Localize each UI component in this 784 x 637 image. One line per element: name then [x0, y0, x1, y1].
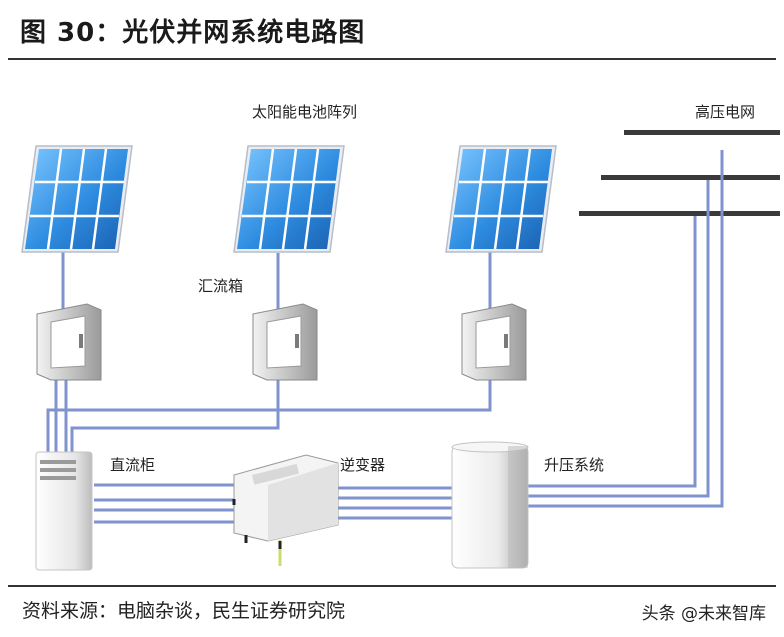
- figure-title: 图 30：光伏并网系统电路图: [20, 18, 366, 48]
- grid-line-3: [579, 211, 780, 216]
- solar-panel-1: [21, 145, 133, 253]
- bottom-divider: [8, 585, 776, 587]
- combiner-box-2: [252, 303, 318, 381]
- label-hv-grid: 高压电网: [695, 103, 756, 121]
- solar-panel-2: [233, 145, 345, 253]
- label-inverter: 逆变器: [340, 456, 386, 474]
- source-note: 资料来源：电脑杂谈，民生证券研究院: [22, 600, 346, 622]
- label-dc-cabinet: 直流柜: [110, 456, 156, 474]
- combiner-box-3: [461, 303, 527, 381]
- label-combiner-box: 汇流箱: [198, 277, 244, 295]
- inverter-unit: [232, 454, 339, 549]
- dc-cabinet: [35, 451, 93, 571]
- label-step-up-system: 升压系统: [544, 456, 605, 474]
- solar-panel-3: [445, 145, 557, 253]
- grid-line-1: [624, 130, 780, 135]
- top-divider: [8, 58, 776, 60]
- step-up-tower: [451, 441, 529, 569]
- hv-grid-lines: [579, 130, 780, 216]
- watermark: 头条 @未来智库: [641, 604, 766, 624]
- grid-line-2: [601, 175, 780, 180]
- label-solar-array: 太阳能电池阵列: [252, 103, 358, 121]
- wiring: [46, 150, 724, 524]
- combiner-box-1: [36, 303, 102, 381]
